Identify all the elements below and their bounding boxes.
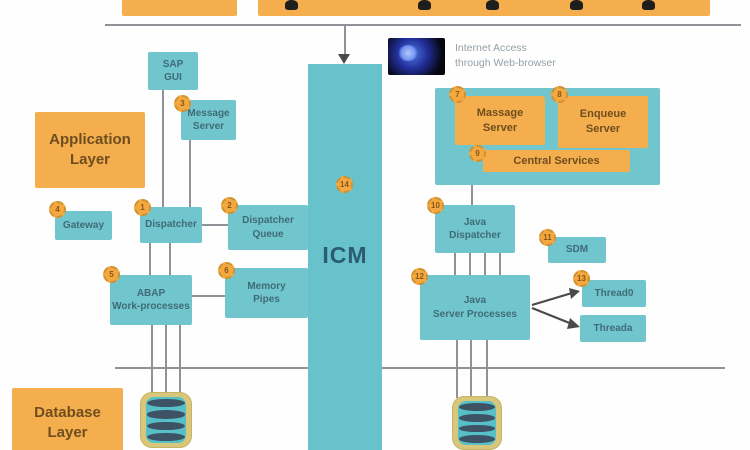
node-sdm-label: SDM: [565, 244, 589, 256]
node-sdm: SDM: [548, 237, 606, 263]
badge-8: 8: [551, 86, 568, 103]
node-memory-pipes-label: Memory Pipes: [247, 280, 286, 306]
node-thread0: Thread0: [582, 280, 646, 307]
badge-13: 13: [573, 270, 590, 287]
node-massage-server-label: Massage Server: [476, 106, 524, 134]
badge-3: 3: [174, 95, 191, 112]
database-icon: [452, 396, 502, 450]
badge-11: 11: [539, 229, 556, 246]
connector-jsp-database: [470, 340, 472, 398]
node-java-server-processes-label: Java Server Processes: [433, 295, 517, 320]
arrowhead-down-icon: [338, 54, 350, 64]
connector-jsp-database: [486, 340, 488, 398]
top-orange-box-right: [258, 0, 710, 16]
badge-9: 9: [469, 145, 486, 162]
node-java-dispatcher-label: Java Dispatcher: [449, 216, 501, 242]
badge-7: 7: [449, 86, 466, 103]
db-disc: [147, 432, 185, 441]
node-enqueue-server: Enqueue Server: [558, 96, 648, 148]
badge-2: 2: [221, 197, 238, 214]
connector-abap-memorypipes: [192, 295, 225, 297]
connector-dispatcher-abap: [149, 243, 151, 275]
thread-arrows: [531, 288, 580, 329]
connector-jsp-database: [456, 340, 458, 398]
badge-12: 12: [411, 268, 428, 285]
top-divider-line: [105, 24, 741, 26]
badge-4: 4: [49, 201, 66, 218]
db-disc: [147, 421, 185, 430]
internet-access-note: Internet Access through Web-browser: [455, 42, 556, 69]
node-enqueue-server-label: Enqueue Server: [579, 108, 627, 135]
connector-abap-database: [151, 325, 153, 395]
database-layer-label: Database Layer: [34, 403, 101, 441]
device-icon: [285, 0, 298, 10]
badge-5: 5: [103, 266, 120, 283]
connector-javadispatcher-jsp: [454, 253, 456, 275]
application-layer-label: Application Layer: [49, 130, 131, 168]
connector-javadispatcher-jsp: [484, 253, 486, 275]
globe-icon: [388, 38, 445, 75]
device-icon: [570, 0, 583, 10]
node-central-services: Central Services: [483, 150, 630, 172]
node-java-dispatcher: Java Dispatcher: [435, 205, 515, 253]
badge-14: 14: [336, 176, 353, 193]
db-disc: [147, 410, 185, 419]
node-dispatcher: Dispatcher: [140, 207, 202, 243]
node-java-server-processes: Java Server Processes: [420, 275, 530, 340]
connector-dispatcher-queue: [202, 224, 228, 226]
node-dispatcher-queue-label: Dispatcher Queue: [242, 215, 294, 240]
node-sap-gui-label: SAP GUI: [162, 58, 184, 84]
db-disc: [459, 424, 495, 433]
db-disc: [459, 413, 495, 422]
application-layer-box: Application Layer: [35, 112, 145, 188]
bottom-divider-line: [115, 367, 725, 369]
database-layer-box: Database Layer: [12, 388, 123, 450]
device-icon: [642, 0, 655, 10]
node-gateway: Gateway: [55, 211, 112, 240]
node-massage-server: Massage Server: [455, 96, 545, 145]
connector-javadispatcher-jsp: [499, 253, 501, 275]
node-message-server-label: Message Server: [187, 107, 230, 133]
node-dispatcher-label: Dispatcher: [145, 219, 197, 231]
db-disc: [459, 435, 495, 443]
badge-6: 6: [218, 262, 235, 279]
badge-10: 10: [427, 197, 444, 214]
node-memory-pipes: Memory Pipes: [225, 268, 308, 318]
node-central-services-label: Central Services: [513, 154, 600, 167]
node-sap-gui: SAP GUI: [148, 52, 198, 90]
connector-abap-database: [165, 325, 167, 395]
connector-dispatcher-abap: [169, 243, 171, 275]
connector-javadispatcher-jsp: [469, 253, 471, 275]
device-icon: [486, 0, 499, 10]
node-abap-work-processes: ABAP Work-processes: [110, 275, 192, 325]
node-dispatcher-queue: Dispatcher Queue: [228, 205, 308, 250]
connector-centralservices-javadispatcher: [471, 185, 473, 205]
node-abap-work-processes-label: ABAP Work-processes: [112, 287, 190, 313]
node-thread0-label: Thread0: [594, 287, 634, 299]
device-icon: [418, 0, 431, 10]
top-orange-box-left: [122, 0, 237, 16]
connector-sapgui-dispatcher: [162, 90, 164, 207]
connector-top-to-icm: [344, 25, 346, 55]
badge-1: 1: [134, 199, 151, 216]
node-gateway-label: Gateway: [62, 219, 105, 231]
database-icon: [140, 392, 192, 448]
connector-abap-database: [179, 325, 181, 395]
connector-msgserver-dispatcher: [189, 140, 191, 207]
db-disc: [459, 403, 495, 411]
node-threada: Threada: [580, 315, 646, 342]
db-disc: [147, 399, 185, 408]
node-threada-label: Threada: [593, 322, 633, 334]
node-icm-label: ICM: [322, 242, 368, 268]
node-icm-column: ICM: [308, 64, 382, 450]
